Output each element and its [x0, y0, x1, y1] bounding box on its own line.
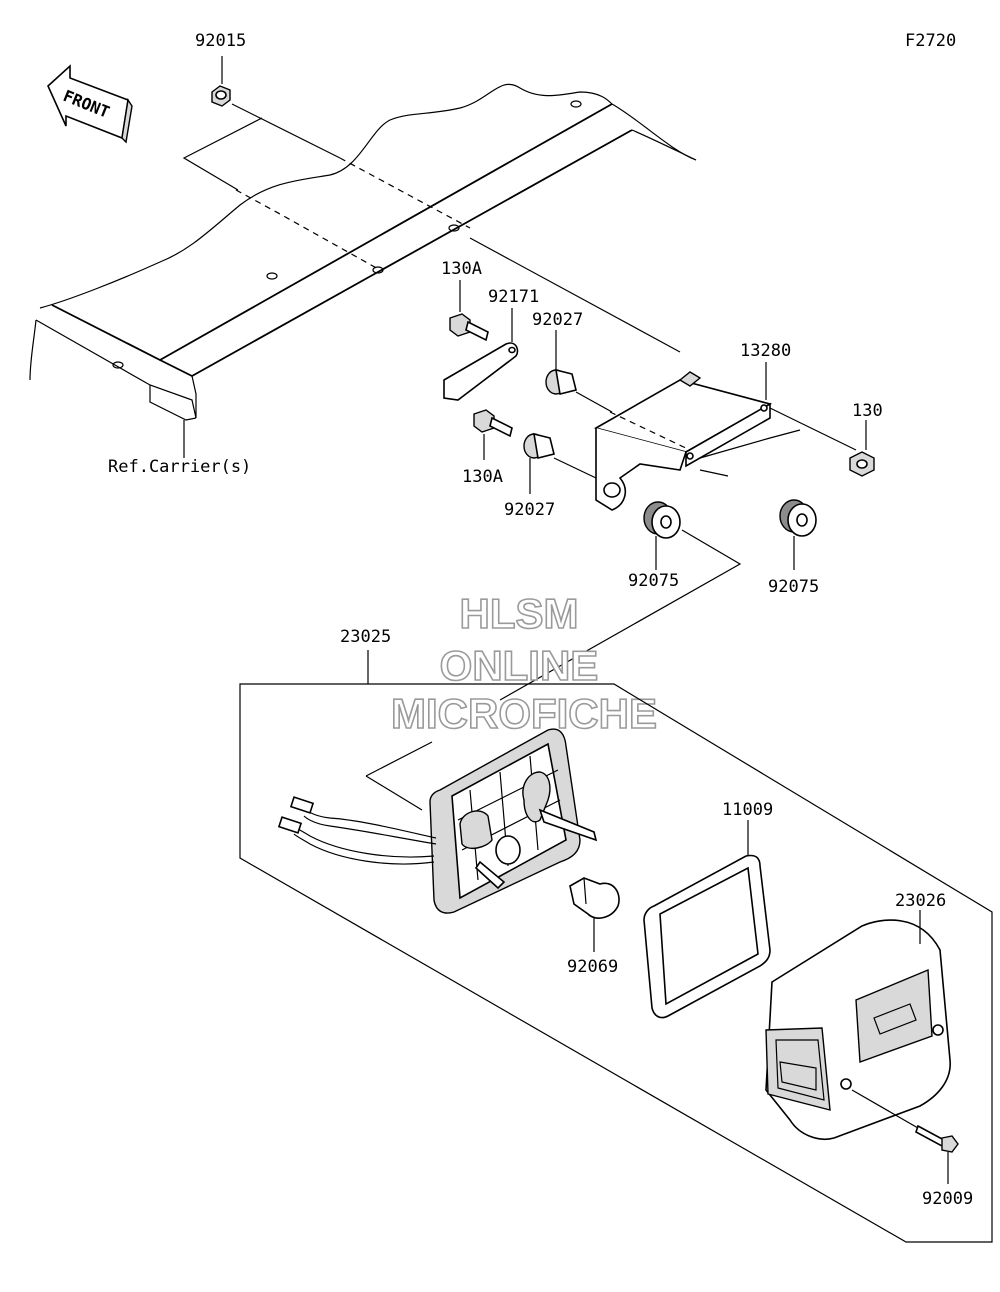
nut-92015: [211, 85, 231, 107]
part-number-92015: 92015: [195, 31, 246, 51]
part-number-92075-right: 92075: [768, 577, 819, 597]
gasket-11009: [643, 854, 771, 1019]
front-arrow-icon: FRONT: [47, 64, 133, 144]
plate-92171: [443, 342, 519, 401]
screw-92009: [915, 1124, 959, 1153]
bolt-130: [849, 451, 875, 477]
part-number-92009: 92009: [922, 1189, 973, 1209]
bolt-130a-top: [449, 313, 489, 342]
part-number-130a-top: 130A: [441, 259, 482, 279]
ref-carrier-label: Ref.Carrier(s): [108, 457, 251, 477]
diagram-code: F2720: [905, 31, 956, 51]
svg-text:MICROFICHE: MICROFICHE: [391, 690, 657, 737]
part-number-23025: 23025: [340, 627, 391, 647]
part-number-92027-top: 92027: [532, 310, 583, 330]
bracket-13280: [593, 371, 773, 511]
part-number-92075-left: 92075: [628, 571, 679, 591]
part-number-92069: 92069: [567, 957, 618, 977]
collar-92027-top: [545, 368, 577, 395]
part-number-130a-bottom: 130A: [462, 467, 503, 487]
part-number-23026: 23026: [895, 891, 946, 911]
grommet-92075-left: [643, 501, 681, 539]
svg-text:ONLINE: ONLINE: [440, 642, 599, 689]
part-number-130: 130: [852, 401, 883, 421]
svg-text:HLSM: HLSM: [460, 590, 579, 637]
part-number-11009: 11009: [722, 800, 773, 820]
watermark: HLSM ONLINE MICROFICHE: [390, 589, 658, 738]
assembly-box-23025: [239, 683, 993, 1243]
lens-cover-23026: [765, 919, 951, 1140]
collar-92027-bottom: [523, 432, 555, 459]
part-number-92027-bottom: 92027: [504, 500, 555, 520]
bulb-92069: [569, 877, 620, 919]
part-number-13280: 13280: [740, 341, 791, 361]
grommet-92075-right: [779, 499, 817, 537]
taillight-housing-23025: [277, 728, 598, 914]
part-number-92171: 92171: [488, 287, 539, 307]
carrier-panel: [29, 83, 697, 421]
bolt-130a-bottom: [473, 409, 513, 438]
